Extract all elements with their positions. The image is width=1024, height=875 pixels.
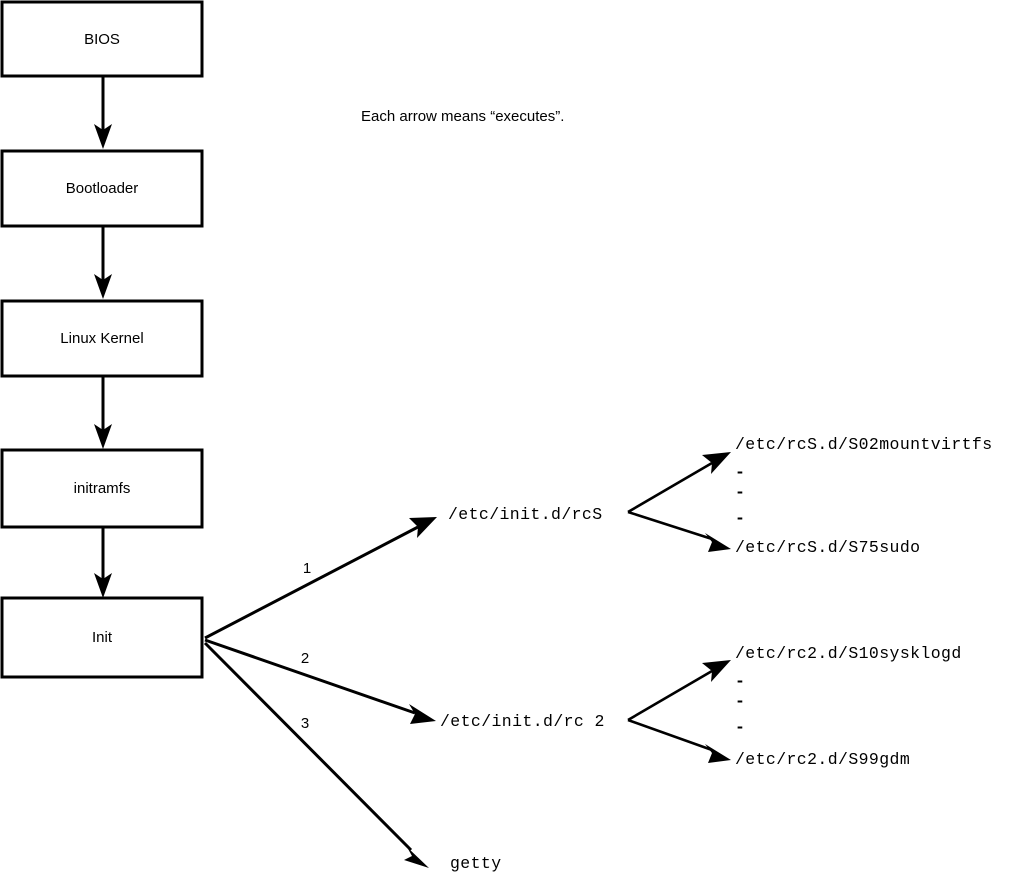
script-rcs-ellipsis-1: - xyxy=(735,463,745,482)
node-bios[interactable]: BIOS xyxy=(0,0,204,78)
node-init-rect xyxy=(0,596,204,679)
arrow-rcs-to-first-script xyxy=(627,452,731,514)
arrow-bios-to-bootloader xyxy=(94,76,112,149)
arrowhead-icon xyxy=(409,517,437,538)
node-bios-rect xyxy=(0,0,204,78)
rc2-scripts-group: /etc/rc2.d/S10sysklogd - - - /etc/rc2.d/… xyxy=(627,644,962,769)
script-rc2-first: /etc/rc2.d/S10sysklogd xyxy=(735,644,962,663)
arrow-rc2-to-last-script xyxy=(627,718,731,763)
arrowhead-icon xyxy=(94,274,112,299)
node-initramfs-rect xyxy=(0,448,204,529)
script-rcs-ellipsis-2: - xyxy=(735,483,745,502)
node-linux-kernel-rect xyxy=(0,299,204,378)
diagram-caption: Each arrow means “executes”. xyxy=(361,108,564,125)
node-getty[interactable]: getty xyxy=(450,854,502,873)
script-rc2-ellipsis-1: - xyxy=(735,672,745,691)
node-bootloader-label: Bootloader xyxy=(66,180,139,197)
script-rc2-ellipsis-2: - xyxy=(735,692,745,711)
script-rcs-last: /etc/rcS.d/S75sudo xyxy=(735,538,920,557)
arrow-rc2-to-first-script xyxy=(627,660,731,722)
arrow-initramfs-to-init xyxy=(94,527,112,598)
arrow-init-to-rcs xyxy=(204,517,437,640)
node-initramfs[interactable]: initramfs xyxy=(0,448,204,529)
node-init-label: Init xyxy=(92,629,113,646)
arrowhead-icon xyxy=(705,533,731,552)
node-linux-kernel[interactable]: Linux Kernel xyxy=(0,299,204,378)
node-bios-label: BIOS xyxy=(84,31,120,48)
arrow-rcs-to-last-script xyxy=(627,510,731,552)
node-etc-init-d-rcs[interactable]: /etc/init.d/rcS xyxy=(448,505,603,524)
script-rc2-last: /etc/rc2.d/S99gdm xyxy=(735,750,910,769)
arrowhead-icon xyxy=(702,452,731,474)
arrowhead-icon xyxy=(94,424,112,449)
node-bootloader[interactable]: Bootloader xyxy=(0,149,204,228)
init-fanout-group: 1 2 3 /etc/init.d/rcS /etc/init.d/rc 2 g… xyxy=(203,505,605,873)
edge-number-3: 3 xyxy=(301,715,309,732)
edge-number-1: 1 xyxy=(303,560,311,577)
node-etc-init-d-rc2[interactable]: /etc/init.d/rc 2 xyxy=(440,712,605,731)
edge-number-2: 2 xyxy=(301,650,309,667)
node-initramfs-label: initramfs xyxy=(74,480,131,497)
script-rc2-ellipsis-3: - xyxy=(735,718,745,737)
arrowhead-icon xyxy=(94,124,112,149)
node-linux-kernel-label: Linux Kernel xyxy=(60,330,143,347)
boot-chain-group: BIOS Bootloader Linux Kernel initramfs I… xyxy=(0,0,204,679)
script-rcs-ellipsis-3: - xyxy=(735,509,745,528)
script-rcs-first: /etc/rcS.d/S02mountvirtfs xyxy=(735,435,993,454)
arrowhead-icon xyxy=(404,847,429,868)
arrow-kernel-to-initramfs xyxy=(94,376,112,449)
arrowhead-icon xyxy=(94,573,112,598)
arrow-init-to-rc2 xyxy=(204,638,436,724)
arrow-init-to-getty xyxy=(203,641,429,868)
arrowhead-icon xyxy=(705,744,731,763)
chain-arrows-group xyxy=(94,76,112,598)
rcs-scripts-group: /etc/rcS.d/S02mountvirtfs - - - /etc/rcS… xyxy=(627,435,993,557)
node-init[interactable]: Init xyxy=(0,596,204,679)
arrowhead-icon xyxy=(702,660,731,682)
arrow-bootloader-to-kernel xyxy=(94,226,112,299)
arrowhead-icon xyxy=(409,704,436,724)
